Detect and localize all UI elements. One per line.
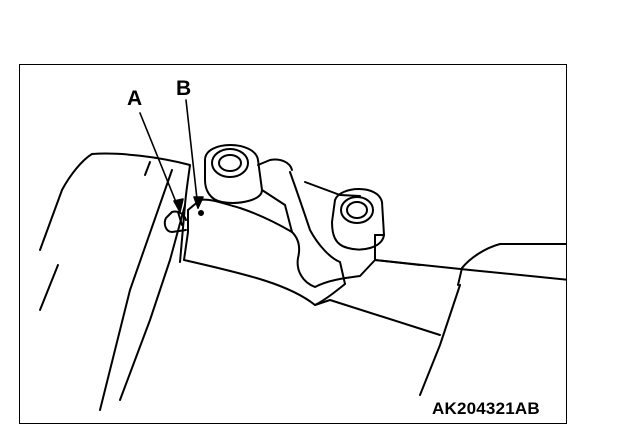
leader-line-b	[185, 99, 199, 209]
alignment-mark	[198, 210, 204, 216]
leader-arrow-b	[193, 196, 204, 209]
bracket-body	[183, 171, 471, 336]
mounting-boss-upper	[204, 144, 293, 233]
callout-label-b: B	[176, 77, 192, 100]
figure-frame	[19, 64, 567, 424]
leader-lines	[139, 99, 204, 213]
leader-arrow-a	[173, 198, 184, 213]
case-cover-panel	[39, 152, 191, 411]
housing-right	[419, 243, 566, 396]
alignment-pin	[163, 210, 187, 233]
mounting-boss-lower	[331, 188, 385, 251]
callout-label-a: A	[127, 87, 143, 110]
figure-code: AK204321AB	[432, 399, 540, 418]
leader-line-a	[139, 112, 181, 213]
